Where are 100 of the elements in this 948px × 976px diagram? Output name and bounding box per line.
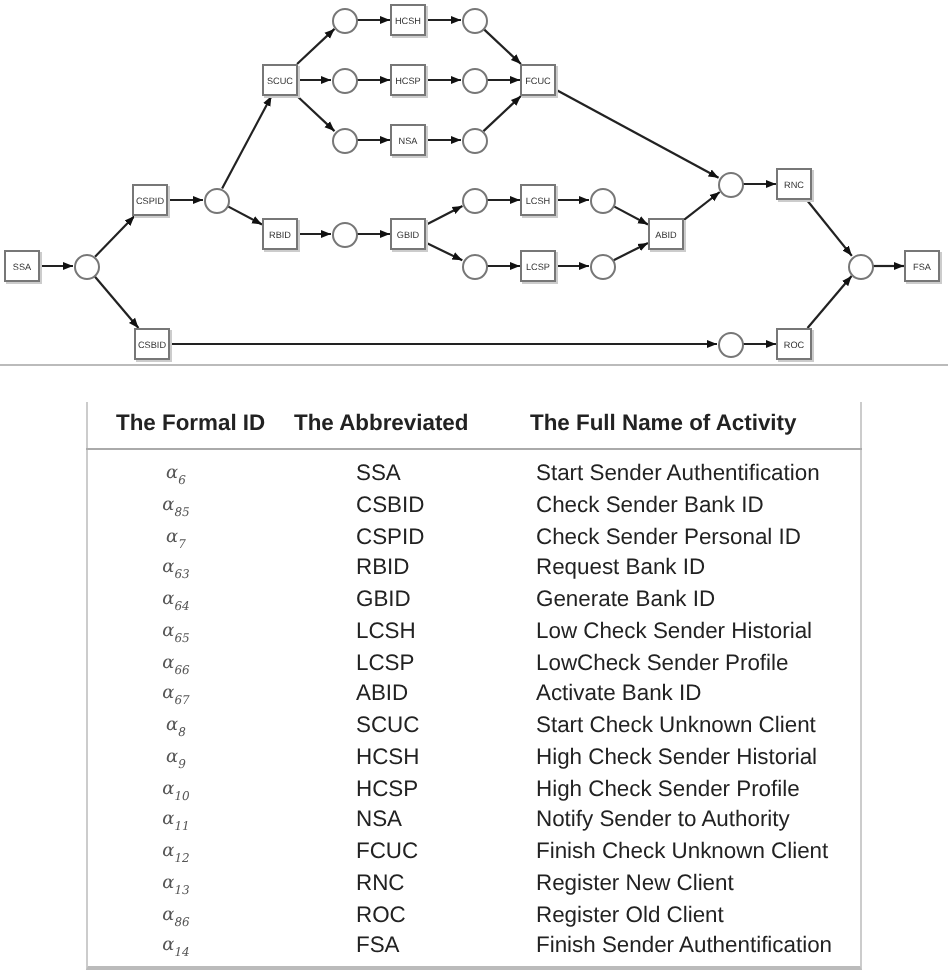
activity-name: Notify Sender to Authority bbox=[536, 808, 790, 835]
place-circle bbox=[589, 253, 615, 279]
abbreviation: CSBID bbox=[356, 493, 425, 520]
arrow bbox=[487, 76, 520, 84]
arrow bbox=[806, 275, 853, 329]
arrow bbox=[613, 242, 649, 262]
place-circle bbox=[461, 127, 487, 153]
arrow bbox=[426, 136, 461, 144]
arrow bbox=[168, 196, 203, 204]
arrow bbox=[487, 262, 520, 270]
arrow bbox=[296, 28, 336, 65]
activity-name: Finish Check Unknown Client bbox=[536, 840, 829, 866]
formal-id: α$_{10}$ bbox=[160, 777, 192, 807]
formal-id: α$_{86}$ bbox=[160, 903, 192, 933]
arrow bbox=[482, 95, 522, 132]
formal-id: α$_{63}$ bbox=[160, 556, 192, 587]
arrow bbox=[425, 204, 463, 226]
arrow bbox=[298, 230, 331, 238]
abbreviation: CSPID bbox=[356, 525, 425, 551]
formal-id: α$_{64}$ bbox=[160, 588, 192, 618]
arrow bbox=[482, 28, 522, 65]
activity-name: Start Sender Authentification bbox=[536, 462, 820, 488]
arrow bbox=[226, 205, 263, 226]
arrow bbox=[487, 196, 520, 204]
abbreviation: ABID bbox=[356, 682, 409, 709]
arrow bbox=[298, 76, 331, 84]
formal-id: α$_{13}$ bbox=[160, 871, 192, 902]
activity-name: Start Check Unknown Client bbox=[536, 714, 816, 740]
abbreviation: FSA bbox=[356, 934, 400, 961]
formal-id: α$_{6}$ bbox=[164, 462, 188, 492]
arrow bbox=[683, 191, 721, 221]
arrow bbox=[296, 95, 336, 132]
arrow bbox=[556, 262, 589, 270]
arrow bbox=[357, 230, 390, 238]
place-circle bbox=[461, 67, 487, 93]
activity-name: Activate Bank ID bbox=[536, 682, 702, 709]
abbreviation: FCUC bbox=[356, 840, 419, 866]
activity-name: Generate Bank ID bbox=[536, 588, 716, 614]
formal-id: α$_{11}$ bbox=[160, 808, 192, 839]
column-header: The Full Name of Activity bbox=[530, 412, 797, 438]
place-circle bbox=[331, 67, 357, 93]
abbreviation: HCSP bbox=[356, 777, 419, 803]
arrow bbox=[94, 215, 136, 258]
formal-id: α$_{12}$ bbox=[160, 840, 192, 870]
place-circle bbox=[461, 253, 487, 279]
arrow bbox=[357, 76, 390, 84]
formal-id: α$_{14}$ bbox=[160, 934, 192, 965]
formal-id: α$_{85}$ bbox=[160, 493, 192, 524]
formal-id: α$_{66}$ bbox=[160, 651, 192, 681]
activity-name: Finish Sender Authentification bbox=[536, 934, 833, 961]
column-header: The Abbreviated bbox=[294, 412, 469, 438]
arrow bbox=[806, 199, 853, 257]
arrow bbox=[357, 136, 390, 144]
activity-name: Low Check Sender Historial bbox=[536, 619, 813, 646]
arrow bbox=[425, 241, 463, 262]
activity-name: Check Sender Personal ID bbox=[536, 525, 801, 551]
formal-id: α$_{7}$ bbox=[164, 525, 188, 555]
activity-name: High Check Sender Historial bbox=[536, 745, 818, 772]
activity-name: Register New Client bbox=[536, 871, 734, 898]
abbreviation: RBID bbox=[356, 556, 410, 583]
place-circle bbox=[203, 187, 229, 213]
place-circle bbox=[717, 331, 743, 357]
place-circle bbox=[461, 7, 487, 33]
activity-name: Request Bank ID bbox=[536, 556, 706, 583]
abbreviation: HCSH bbox=[356, 745, 420, 772]
arrow bbox=[221, 95, 273, 190]
formal-id: α$_{9}$ bbox=[164, 745, 188, 776]
arrow bbox=[743, 340, 776, 348]
place-circle bbox=[717, 171, 743, 197]
arrow bbox=[426, 16, 461, 24]
arrow bbox=[40, 262, 73, 270]
abbreviation: LCSP bbox=[356, 651, 415, 677]
arrow bbox=[873, 262, 904, 270]
activity-name: Register Old Client bbox=[536, 903, 724, 929]
place-circle bbox=[331, 221, 357, 247]
arrow bbox=[555, 88, 720, 179]
arrow bbox=[357, 16, 390, 24]
arrow bbox=[743, 180, 776, 188]
arrow bbox=[426, 76, 461, 84]
arrow bbox=[93, 275, 140, 329]
formal-id: α$_{8}$ bbox=[164, 714, 188, 744]
formal-id: α$_{67}$ bbox=[160, 682, 192, 713]
place-circle bbox=[847, 253, 873, 279]
column-header: The Formal ID bbox=[116, 412, 266, 438]
arrow bbox=[556, 196, 589, 204]
place-circle bbox=[73, 253, 99, 279]
arrow bbox=[170, 340, 717, 348]
activity-name: LowCheck Sender Profile bbox=[536, 651, 789, 677]
abbreviation: LCSH bbox=[356, 619, 416, 646]
place-circle bbox=[331, 7, 357, 33]
formal-id: α$_{65}$ bbox=[160, 619, 192, 650]
arrow bbox=[612, 205, 649, 226]
activity-name: High Check Sender Profile bbox=[536, 777, 800, 803]
abbreviation: GBID bbox=[356, 588, 411, 614]
abbreviation: RNC bbox=[356, 871, 405, 898]
abbreviation: NSA bbox=[356, 808, 403, 835]
place-circle bbox=[589, 187, 615, 213]
activity-name: Check Sender Bank ID bbox=[536, 493, 764, 520]
abbreviation: SSA bbox=[356, 462, 401, 488]
abbreviation: ROC bbox=[356, 903, 406, 929]
